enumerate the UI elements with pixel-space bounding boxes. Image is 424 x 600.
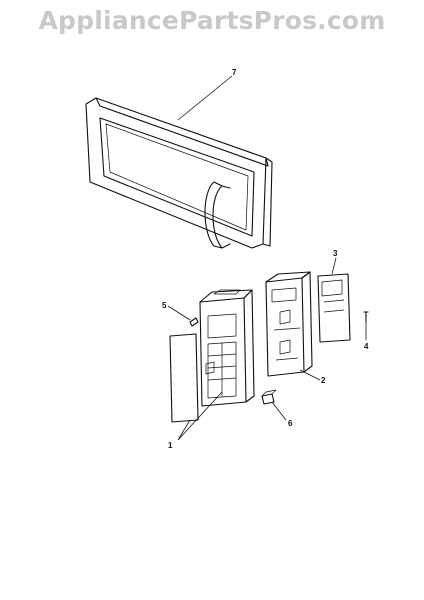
connector[interactable] xyxy=(261,389,277,405)
site-watermark: AppliancePartsPros.com xyxy=(38,6,386,35)
callout-1: 1 xyxy=(168,441,173,450)
label-plate[interactable] xyxy=(317,273,351,343)
connector-leader-line xyxy=(271,401,287,421)
callout-6: 6 xyxy=(288,419,293,428)
small-switch[interactable] xyxy=(189,317,199,327)
control-panel[interactable] xyxy=(169,289,255,423)
callout-5: 5 xyxy=(162,301,167,310)
panel-leader-lines xyxy=(177,391,223,441)
board-leader-line xyxy=(299,369,321,381)
label-leader-line xyxy=(331,257,337,275)
door-leader-line xyxy=(177,75,233,121)
door-assembly[interactable] xyxy=(85,97,273,249)
circuit-board[interactable] xyxy=(265,271,313,377)
callout-3: 3 xyxy=(333,249,338,258)
switch-leader-line xyxy=(167,305,191,321)
callout-4: 4 xyxy=(364,342,369,351)
callout-7: 7 xyxy=(232,68,237,77)
callout-2: 2 xyxy=(321,376,326,385)
screw[interactable] xyxy=(363,311,369,323)
